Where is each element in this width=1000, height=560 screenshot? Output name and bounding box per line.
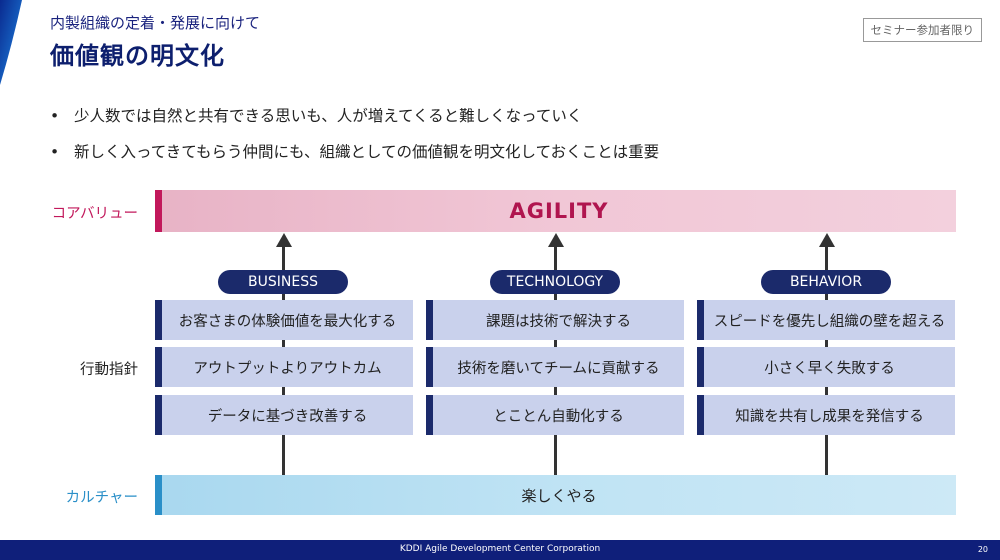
core-value-label: コアバリュー — [51, 206, 138, 222]
bullet-item: 新しく入ってきてもらう仲間にも、組織としての価値観を明文化しておくことは重要 — [50, 140, 659, 176]
action-item: データに基づき改善する — [155, 395, 413, 435]
core-value-bar: AGILITY — [155, 190, 956, 232]
up-arrow-icon — [818, 233, 835, 247]
action-item: お客さまの体験価値を最大化する — [155, 300, 413, 340]
page-number: 20 — [977, 545, 988, 554]
action-item: 小さく早く失敗する — [697, 347, 955, 387]
culture-label: カルチャー — [65, 490, 138, 506]
corner-decoration — [0, 0, 22, 85]
up-arrow-icon — [547, 233, 564, 247]
footer-bar: KDDI Agile Development Center Corporatio… — [0, 540, 1000, 560]
culture-bar: 楽しくやる — [155, 475, 956, 515]
action-item: スピードを優先し組織の壁を超える — [697, 300, 955, 340]
column-header-behavior: BEHAVIOR — [761, 270, 891, 294]
confidential-badge: セミナー参加者限り — [862, 18, 982, 42]
action-item: 課題は技術で解決する — [426, 300, 684, 340]
up-arrow-icon — [275, 233, 292, 247]
action-item: 知識を共有し成果を発信する — [697, 395, 955, 435]
action-item: 技術を磨いてチームに貢献する — [426, 347, 684, 387]
action-item: とことん自動化する — [426, 395, 684, 435]
column-header-business: BUSINESS — [218, 270, 348, 294]
action-item: アウトプットよりアウトカム — [155, 347, 413, 387]
bullet-list: 少人数では自然と共有できる思いも、人が増えてくると難しくなっていく 新しく入って… — [50, 104, 659, 176]
slide-title: 価値観の明文化 — [50, 42, 225, 70]
action-guideline-label: 行動指針 — [80, 362, 138, 378]
bullet-item: 少人数では自然と共有できる思いも、人が増えてくると難しくなっていく — [50, 104, 659, 140]
footer-company: KDDI Agile Development Center Corporatio… — [399, 544, 601, 554]
slide-subtitle: 内製組織の定着・発展に向けて — [50, 14, 261, 32]
column-header-technology: TECHNOLOGY — [490, 270, 620, 294]
